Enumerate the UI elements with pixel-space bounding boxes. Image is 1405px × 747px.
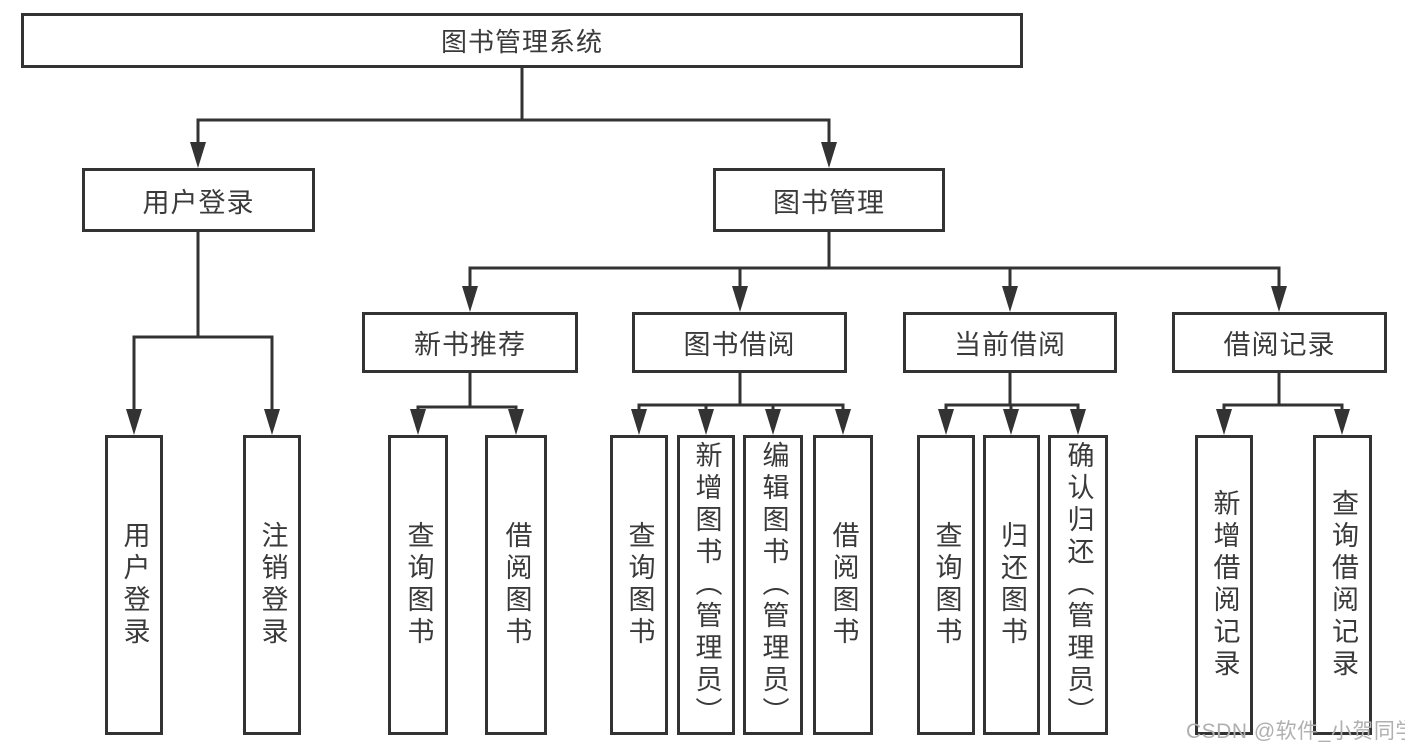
- node-new-book-recommendation: 新书推荐: [362, 312, 578, 373]
- leaf-return-books: 归还图书: [983, 435, 1040, 735]
- connector-root-to-level2: [196, 68, 831, 146]
- arrowheads-level2: [190, 142, 837, 168]
- leaf-borrow-books-recommendation: 借阅图书: [485, 435, 547, 735]
- connector-new-book-recommendation-to-leaves: [416, 373, 518, 412]
- leaf-query-books-recommendation: 查询图书: [388, 435, 448, 735]
- node-library-management-system: 图书管理系统: [21, 13, 1023, 68]
- leaf-add-borrow-record: 新增借阅记录: [1195, 435, 1253, 735]
- csdn-watermark: CSDN @软件_小贺同学: [1186, 720, 1405, 743]
- node-current-borrowing: 当前借阅: [903, 312, 1117, 373]
- leaf-edit-book-admin: 编辑图书（管理员）: [743, 435, 803, 735]
- connector-current-borrowing-to-leaves: [944, 373, 1080, 412]
- connector-user-login-to-leaves: [132, 232, 274, 412]
- leaf-query-borrow-record: 查询借阅记录: [1313, 435, 1372, 735]
- arrowheads-level3: [462, 286, 1287, 312]
- leaf-query-books-current: 查询图书: [917, 435, 975, 735]
- node-user-login: 用户登录: [82, 168, 315, 232]
- node-book-borrowing: 图书借阅: [632, 312, 847, 373]
- connector-book-management-to-level3: [468, 232, 1281, 290]
- leaf-logout: 注销登录: [243, 435, 301, 735]
- leaf-confirm-return-admin: 确认归还（管理员）: [1048, 435, 1108, 735]
- leaf-borrow-books-borrowing: 借阅图书: [813, 435, 873, 735]
- arrowheads-leaves: [126, 409, 1350, 435]
- node-book-management: 图书管理: [713, 168, 945, 232]
- leaf-add-book-admin: 新增图书（管理员）: [677, 435, 735, 735]
- connector-book-borrowing-to-leaves: [637, 373, 845, 412]
- node-borrowing-records: 借阅记录: [1172, 312, 1387, 373]
- leaf-user-login: 用户登录: [105, 435, 163, 735]
- connector-borrowing-records-to-leaves: [1222, 373, 1344, 412]
- leaf-query-books-borrowing: 查询图书: [610, 435, 668, 735]
